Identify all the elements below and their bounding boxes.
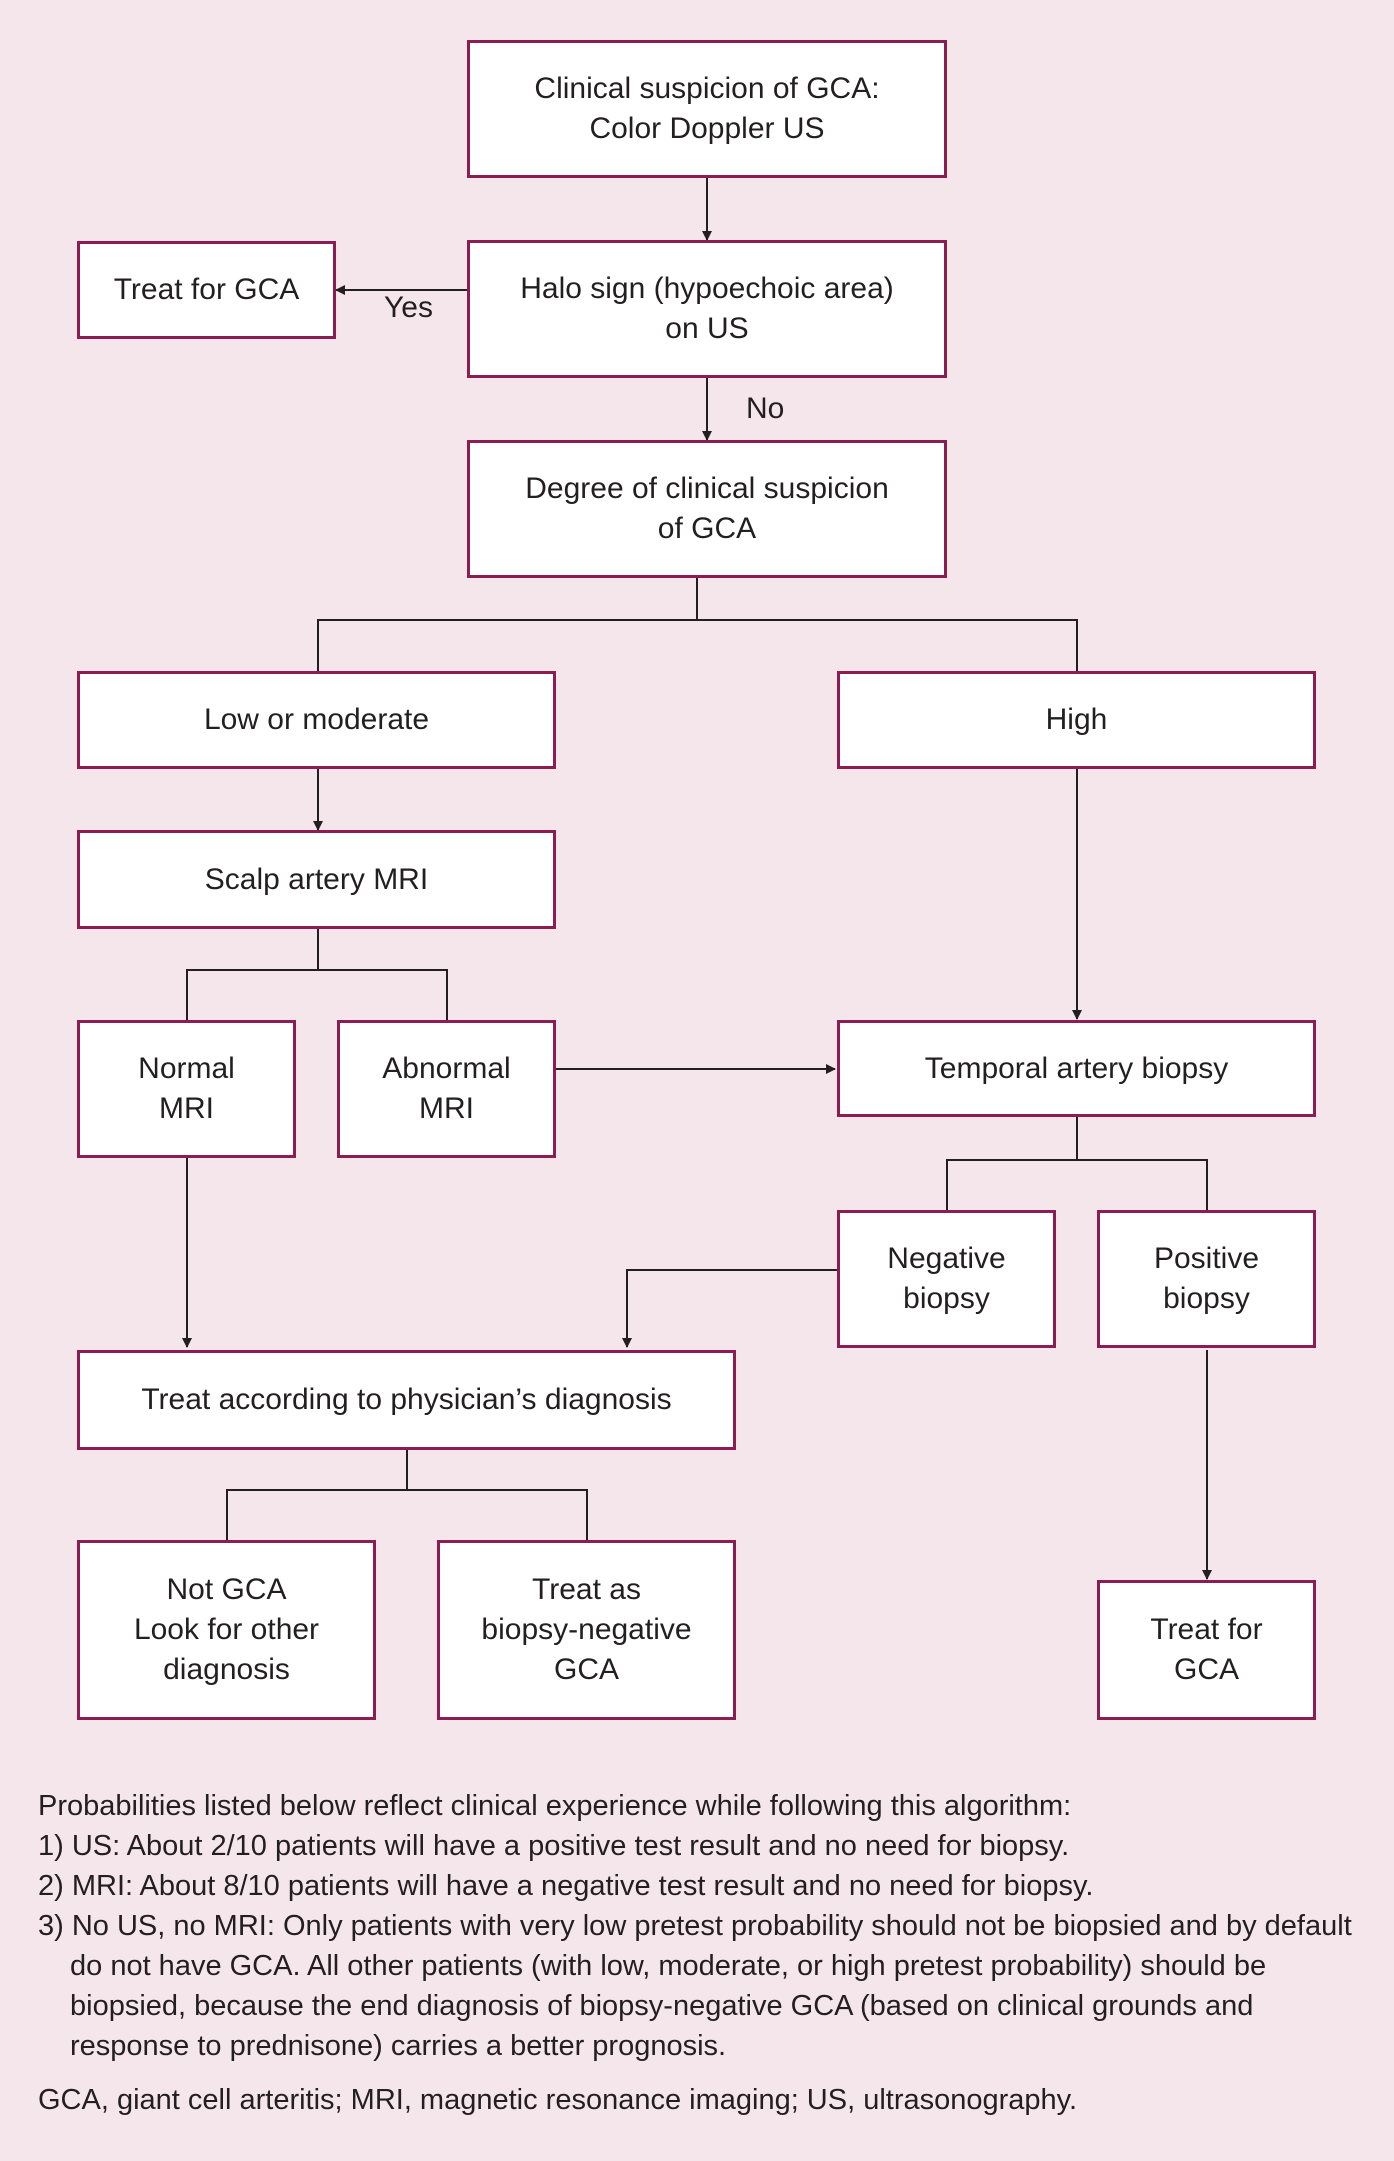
connector-physician-to-biopsy-negative: [407, 1489, 588, 1540]
node-treat-physician: Treat according to physician’s diagnosis: [77, 1350, 736, 1450]
node-treat-gca-bottom: Treat for GCA: [1097, 1580, 1316, 1720]
connector-temporal-to-positive: [1077, 1159, 1208, 1211]
node-clinical-suspicion: Clinical suspicion of GCA: Color Doppler…: [467, 40, 947, 178]
node-treat-gca-top: Treat for GCA: [77, 241, 336, 339]
node-abnormal-mri: Abnormal MRI: [337, 1020, 556, 1158]
connector-scalp-to-abnormal: [318, 969, 448, 1021]
connector-degree-split: [317, 578, 698, 672]
edge-label-yes: Yes: [384, 291, 433, 324]
node-normal-mri: Normal MRI: [77, 1020, 296, 1158]
node-low-moderate: Low or moderate: [77, 671, 556, 769]
node-degree-suspicion: Degree of clinical suspicion of GCA: [467, 440, 947, 578]
note-item-2: 2) MRI: About 8/10 patients will have a …: [38, 1870, 1094, 1902]
footnotes: Probabilities listed below reflect clini…: [38, 1786, 1368, 2120]
node-biopsy-negative-gca: Treat as biopsy-negative GCA: [437, 1540, 736, 1720]
connector-temporal-split: [946, 1117, 1078, 1211]
node-scalp-mri: Scalp artery MRI: [77, 830, 556, 929]
edge-label-no: No: [746, 392, 785, 425]
notes-intro: Probabilities listed below reflect clini…: [38, 1790, 1072, 1822]
arrow-negative-to-physician: [622, 1269, 837, 1348]
node-halo-sign: Halo sign (hypoechoic area) on US: [467, 240, 947, 378]
node-negative-biopsy: Negative biopsy: [837, 1210, 1056, 1348]
connector-physician-split: [226, 1450, 408, 1540]
node-not-gca: Not GCA Look for other diagnosis: [77, 1540, 376, 1720]
abbreviations-note: GCA, giant cell arteritis; MRI, magnetic…: [38, 2084, 1078, 2116]
node-high: High: [837, 671, 1316, 769]
connector-degree-to-high: [697, 619, 1078, 672]
connector-scalp-split: [186, 929, 319, 1021]
node-positive-biopsy: Positive biopsy: [1097, 1210, 1316, 1348]
note-item-1: 1) US: About 2/10 patients will have a p…: [38, 1830, 1070, 1862]
node-temporal-biopsy: Temporal artery biopsy: [837, 1020, 1316, 1117]
note-item-3: 3) No US, no MRI: Only patients with ver…: [38, 1910, 1352, 2062]
